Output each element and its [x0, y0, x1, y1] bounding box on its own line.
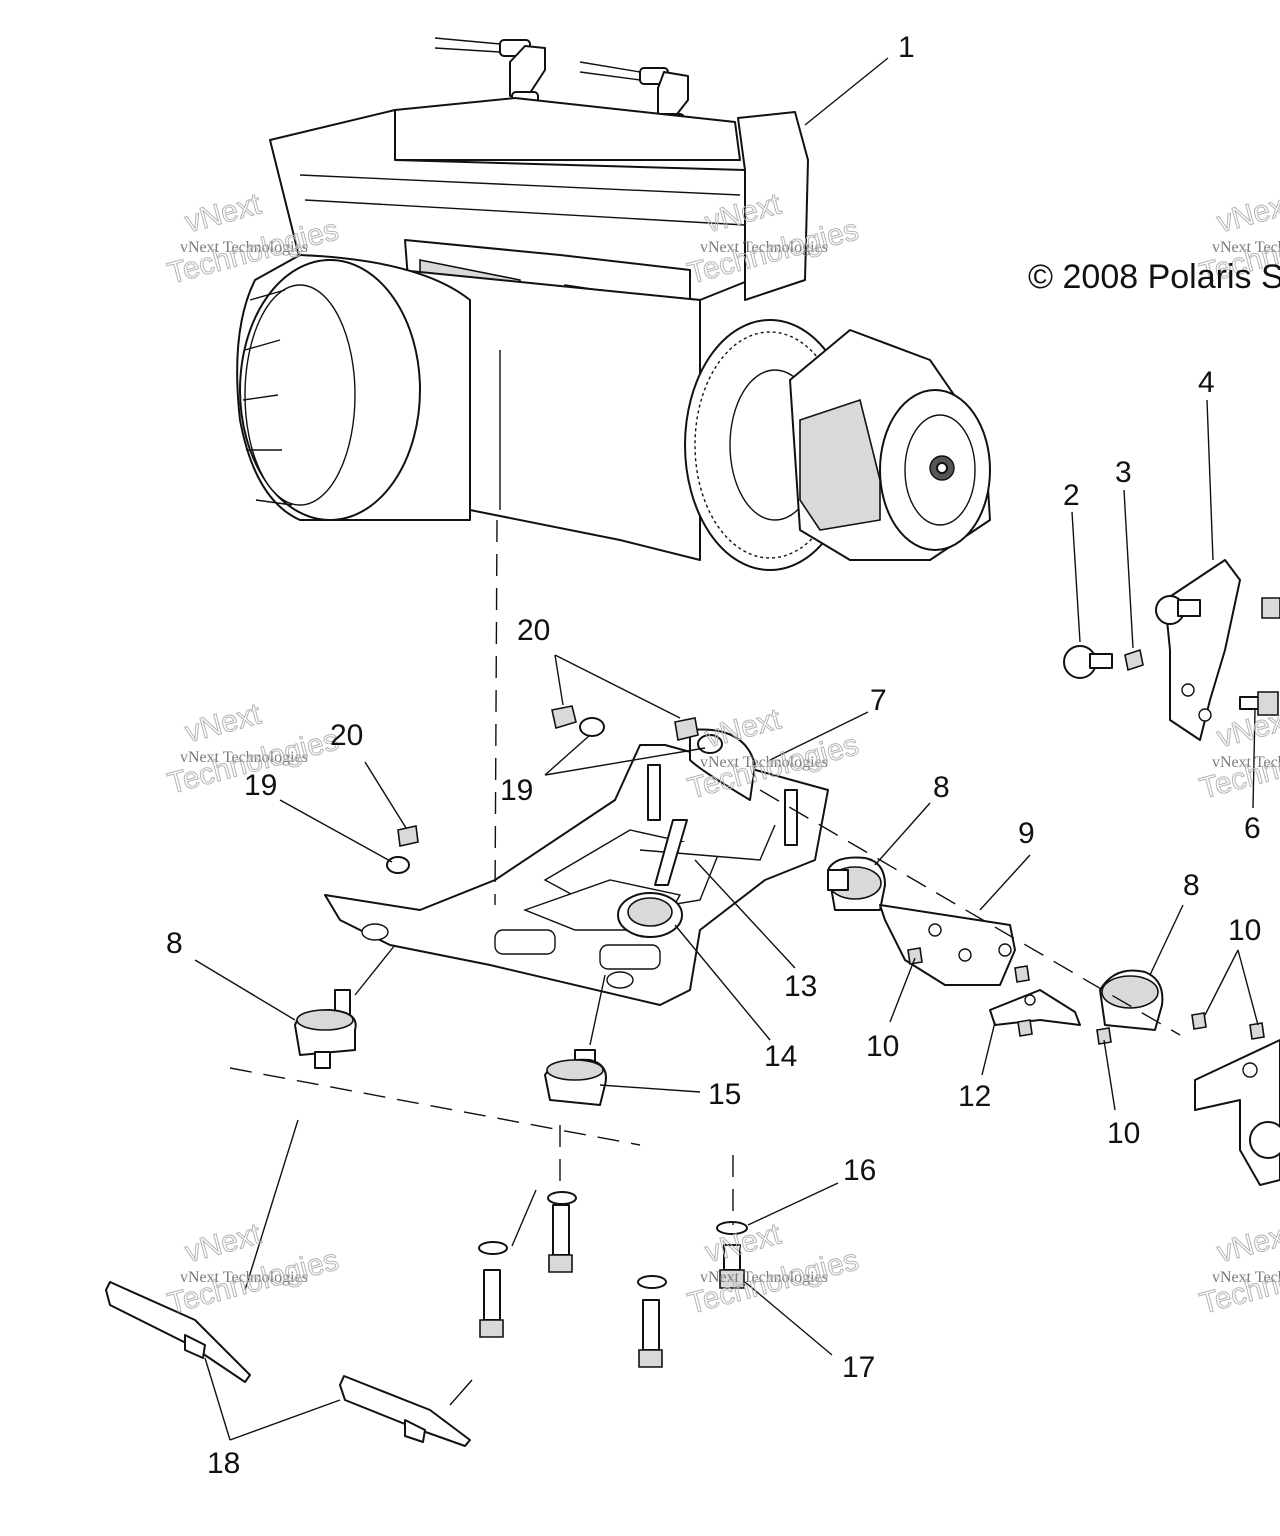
watermark-small: vNext Technologies	[1212, 1269, 1280, 1286]
watermark-small: vNext Technologies	[700, 1269, 828, 1286]
watermark-big-top: vNext	[182, 697, 265, 749]
watermark-small: vNext Technologies	[180, 1269, 308, 1286]
callout-17: 17	[842, 1351, 875, 1384]
watermark-bottom-center: vNext vNext Technologies Technologies	[684, 1217, 863, 1321]
callout-9: 9	[1018, 817, 1035, 850]
engine-assembly	[236, 37, 991, 571]
callout-7: 7	[870, 684, 887, 717]
mount-8-left	[294, 989, 357, 1069]
engine-mount-plate	[324, 728, 829, 1006]
callout-8-right: 8	[1183, 869, 1200, 902]
callout-18: 18	[207, 1447, 240, 1480]
watermark-big-top: vNext	[1214, 702, 1280, 754]
callout-10-right: 10	[1228, 914, 1261, 947]
mount-15	[544, 1049, 607, 1106]
callout-19-center: 19	[500, 774, 533, 807]
callout-10-left: 10	[866, 1030, 899, 1063]
callout-10-bottom: 10	[1107, 1117, 1140, 1150]
callout-1: 1	[898, 31, 915, 64]
callout-20-left: 20	[330, 719, 363, 752]
watermark-small: vNext Technologies	[700, 239, 828, 256]
watermark-bottom-right: vNext vNext Technologies Technologies	[1196, 1217, 1280, 1321]
callout-8-left: 8	[166, 927, 183, 960]
watermark-big-top: vNext	[182, 187, 265, 239]
hardware-20-nuts-washers	[386, 705, 723, 874]
callout-3: 3	[1115, 456, 1132, 489]
mount-8-right-bracket	[1099, 969, 1280, 1186]
brackets-18	[105, 1281, 471, 1447]
watermark-small: vNext Technologies	[180, 239, 308, 256]
callout-labels: 1 2 3 4 6 7 8 8 8 9 10 10 10 12 13 14 15…	[166, 31, 1261, 1480]
callout-15: 15	[708, 1078, 741, 1111]
callout-20-center: 20	[517, 614, 550, 647]
watermark-small: vNext Technologies	[700, 754, 828, 771]
bolts-16-17	[478, 1191, 748, 1368]
watermark-small: vNext Technologies	[1212, 239, 1280, 256]
callout-2: 2	[1063, 479, 1080, 512]
watermark-small: vNext Technologies	[1212, 754, 1280, 771]
callout-4: 4	[1198, 366, 1215, 399]
watermark-small: vNext Technologies	[180, 749, 308, 766]
parts-2-3-4-6	[1063, 559, 1280, 741]
callout-6: 6	[1244, 812, 1261, 845]
callout-13: 13	[784, 970, 817, 1003]
callout-14: 14	[764, 1040, 797, 1073]
callout-19-left: 19	[244, 769, 277, 802]
watermark-big-top: vNext	[1214, 1217, 1280, 1269]
copyright-notice: © 2008 Polaris S	[1028, 258, 1280, 296]
watermark-big-top: vNext	[1214, 187, 1280, 239]
leader-lines	[194, 57, 1259, 1441]
watermark-big-top: vNext	[182, 1217, 265, 1269]
watermark-bottom-left: vNext vNext Technologies Technologies	[164, 1217, 343, 1321]
callout-16: 16	[843, 1154, 876, 1187]
mount-8-center-bracket-9-12	[827, 856, 1112, 1045]
callout-8-center: 8	[933, 771, 950, 804]
callout-12: 12	[958, 1080, 991, 1113]
